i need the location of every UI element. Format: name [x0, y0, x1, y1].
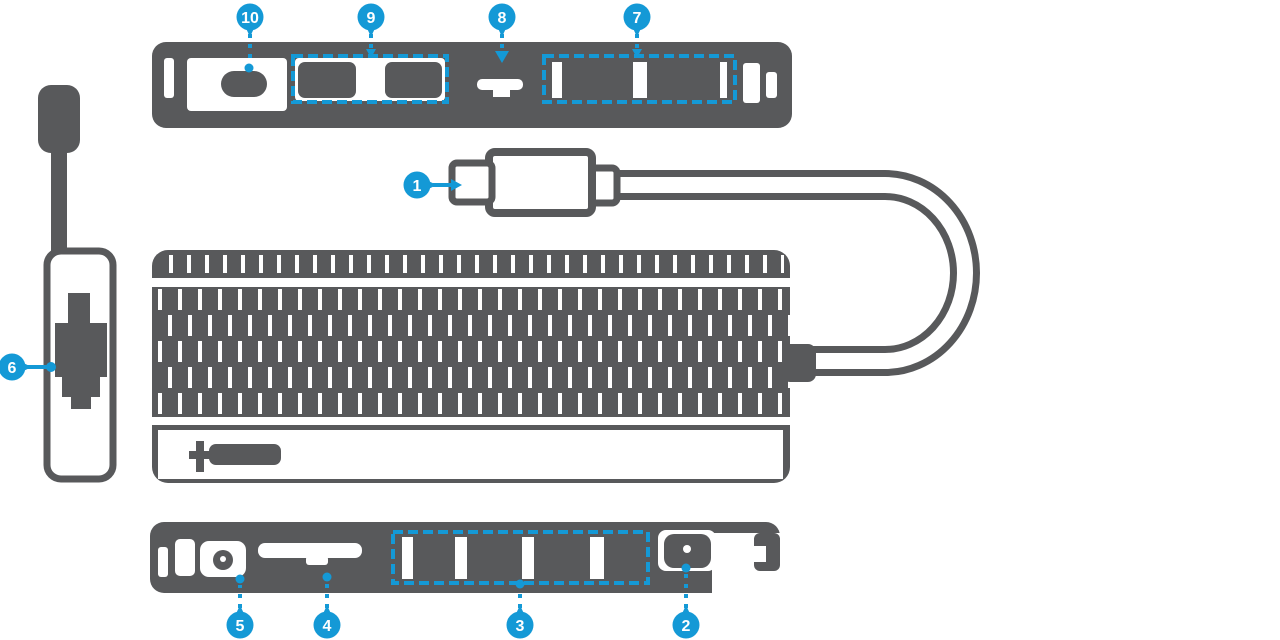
- badge-10-number: 10: [241, 10, 259, 27]
- usb-port-a1: [298, 62, 356, 98]
- callout-badge-7: 7: [623, 3, 651, 37]
- leader-1-arrow: [451, 179, 462, 191]
- callout-badge-8: 8: [488, 3, 516, 37]
- vent-slot: [164, 58, 174, 98]
- callout-badge-1: 1: [403, 171, 437, 199]
- plug-body: [485, 148, 596, 217]
- callout-badge-10: 10: [236, 3, 264, 37]
- cable-inner: [613, 177, 973, 369]
- ethernet-port-silhouette: [55, 323, 107, 409]
- leader-3-dot: [515, 579, 525, 589]
- leader-5-dot: [235, 574, 245, 584]
- sd-card-slot: [258, 543, 362, 565]
- leader-2-dot: [681, 563, 691, 573]
- callout-badge-5: 5: [226, 605, 254, 639]
- badge-4-number: 4: [323, 618, 332, 635]
- usb-c-plug: [448, 148, 621, 217]
- video-port-1: [562, 62, 633, 98]
- face-separator-line: [152, 417, 790, 425]
- leader-10-dot: [244, 63, 254, 73]
- bottom-edge-view: [150, 522, 792, 594]
- badge-6-number: 6: [8, 360, 17, 377]
- bevel-separator-line: [152, 278, 790, 287]
- badge-5-number: 5: [236, 618, 245, 635]
- attached-usb-cable: [613, 170, 980, 382]
- vent-slot-bottom: [158, 547, 168, 577]
- usb-port-a2: [385, 62, 442, 98]
- top-edge-view: [152, 42, 792, 128]
- badge-1-number: 1: [413, 178, 422, 195]
- small-port-recess: [175, 539, 195, 576]
- callout-badge-6: 6: [0, 353, 32, 381]
- textured-surface: [152, 287, 790, 417]
- video-port-2: [647, 62, 720, 98]
- top-bevel-texture: [156, 255, 784, 278]
- usb-c-port: [221, 71, 267, 97]
- leader-6-dot: [46, 362, 56, 372]
- left-end-view: [38, 85, 117, 483]
- side-slot-2: [766, 72, 777, 98]
- badge-7-number: 7: [633, 10, 642, 27]
- leader-7-arrow: [632, 49, 642, 58]
- badge-8-number: 8: [498, 10, 507, 27]
- card-slot: [477, 79, 523, 97]
- brand-logo: [189, 441, 281, 472]
- leader-9-arrow: [366, 49, 376, 58]
- leader-4-dot: [322, 572, 332, 582]
- cable-clip-bracket: [754, 533, 780, 571]
- cable-neck-profile: [51, 150, 67, 254]
- usb-c-connector-tip: [448, 159, 496, 206]
- callout-7-highlight-box: [542, 54, 737, 104]
- callout-3-highlight-box: [391, 530, 650, 585]
- badge-2-number: 2: [682, 618, 691, 635]
- callout-badge-3: 3: [506, 605, 534, 639]
- audio-jack-port: [200, 541, 246, 577]
- leader-8-arrow: [495, 51, 509, 63]
- callout-badges: 10 9 8 7 1 6: [0, 3, 700, 639]
- triple-port-group: [402, 537, 604, 579]
- connector-head-profile: [38, 85, 80, 153]
- callout-badge-2: 2: [672, 605, 700, 639]
- side-slot-1: [743, 63, 760, 103]
- inner-cable-stub: [68, 293, 90, 325]
- hub-body-top-view: [152, 250, 790, 483]
- cable-strain-relief: [782, 344, 816, 382]
- badge-3-number: 3: [516, 618, 525, 635]
- callout-badge-9: 9: [357, 3, 385, 37]
- badge-9-number: 9: [367, 10, 376, 27]
- power-port: [658, 530, 716, 571]
- callout-badge-4: 4: [313, 605, 341, 639]
